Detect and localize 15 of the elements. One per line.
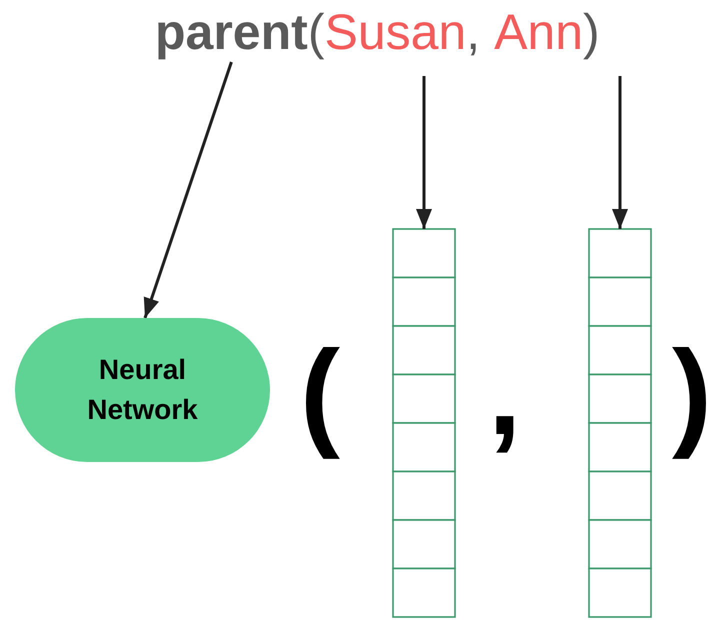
bracket-symbol: ) [672,325,712,462]
parenthesis: ) [583,3,600,62]
comma: , [466,3,480,62]
pill-label: Neural Network [86,353,199,427]
vector-drawing [588,228,652,618]
predicate-word: parent [155,0,308,64]
arrow [416,76,432,229]
argument-word: Ann [494,0,584,64]
vector-drawing [392,228,456,618]
arrow [144,62,233,318]
bracket-symbol: ( [300,325,340,462]
parenthesis: ( [308,3,324,62]
argument-word: Susan [324,0,466,64]
arrow [612,76,628,229]
comma: , [488,325,522,462]
